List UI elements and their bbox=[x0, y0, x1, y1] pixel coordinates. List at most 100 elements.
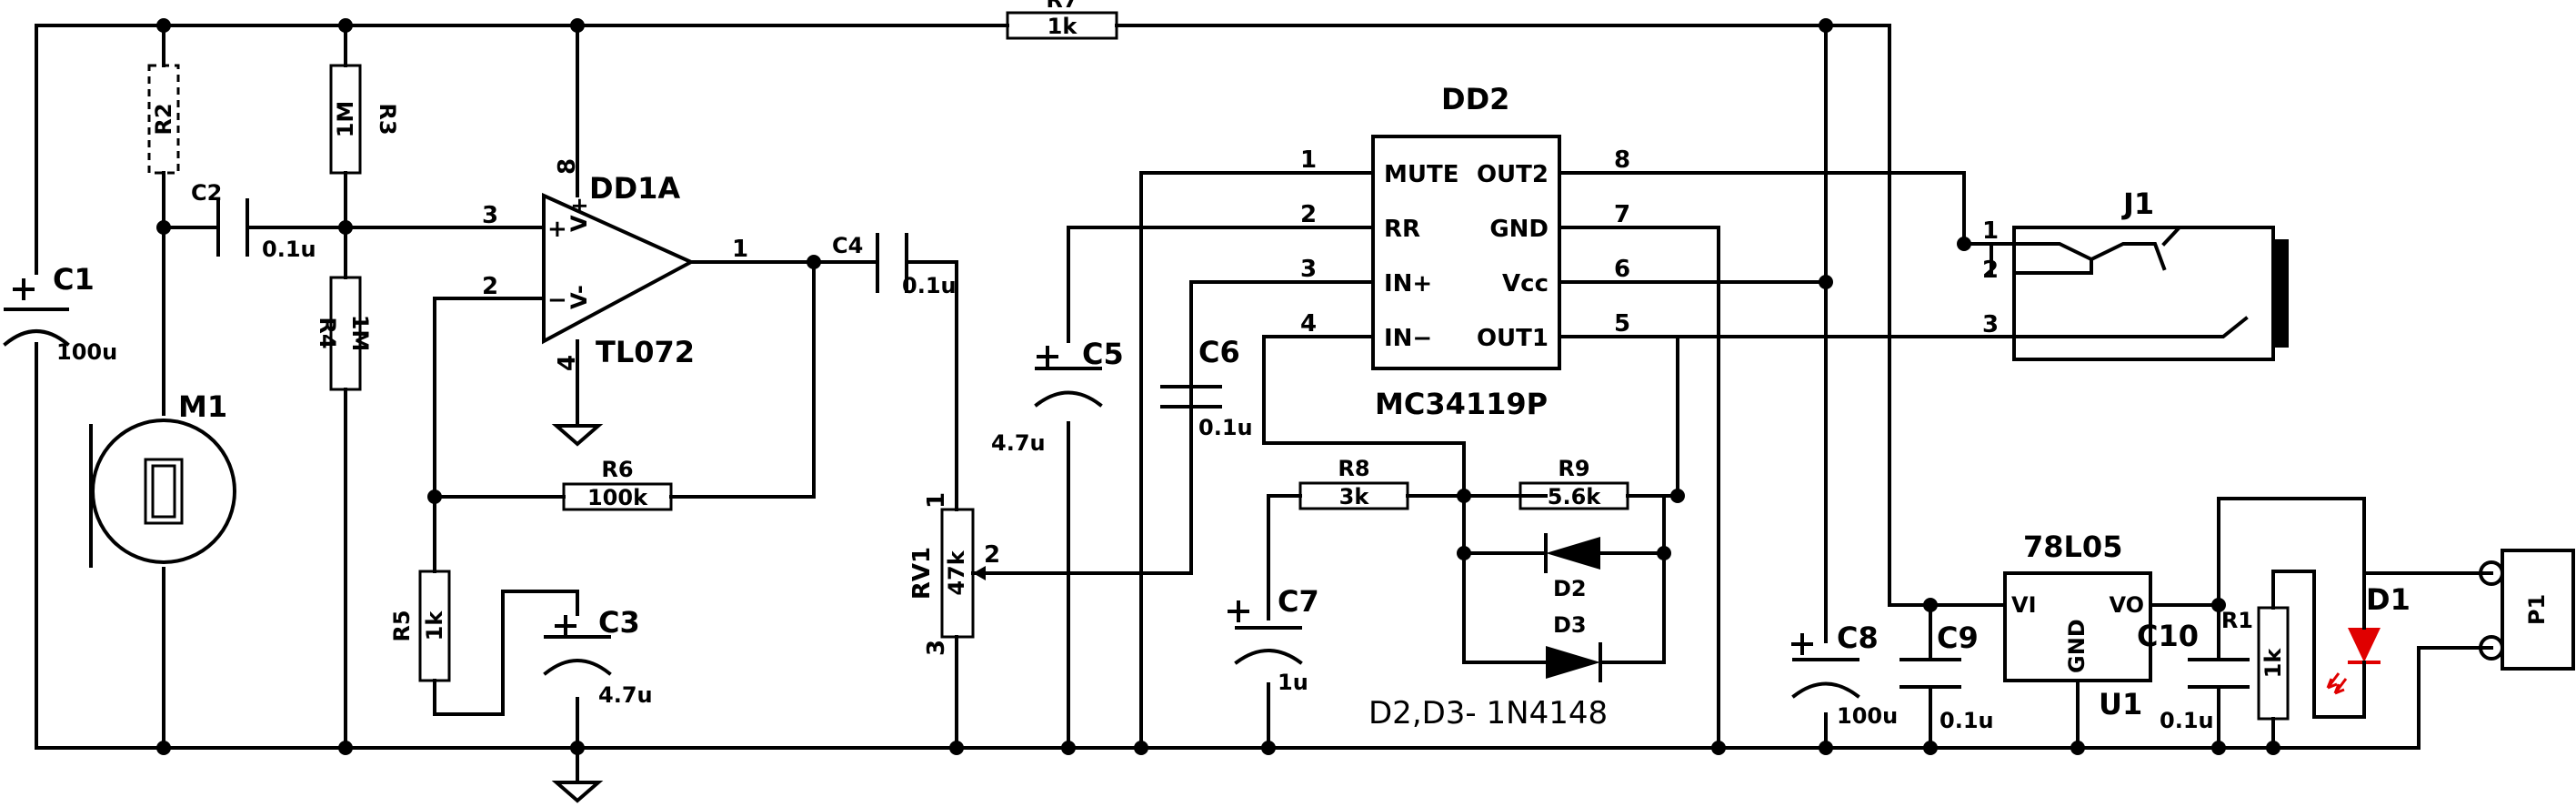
svg-text:DD2: DD2 bbox=[1441, 82, 1509, 116]
resistor-r5: 1k R5 bbox=[389, 570, 451, 682]
junctions bbox=[156, 18, 2280, 755]
svg-text:3: 3 bbox=[1982, 311, 1999, 338]
svg-text:RV1: RV1 bbox=[908, 547, 936, 600]
svg-text:1: 1 bbox=[732, 236, 748, 263]
wire-mute bbox=[1139, 171, 1375, 750]
svg-text:C3: C3 bbox=[598, 605, 640, 640]
svg-text:R7: R7 bbox=[1046, 0, 1078, 13]
svg-text:C6: C6 bbox=[1198, 335, 1240, 369]
svg-text:OUT2: OUT2 bbox=[1477, 161, 1549, 188]
wire-in-minus bbox=[1262, 335, 1466, 498]
wire-regulator-out bbox=[2149, 497, 2493, 607]
wire-r5-c3 bbox=[433, 495, 579, 716]
svg-text:GND: GND bbox=[2064, 619, 2090, 673]
regulator-u1: 78L05 VI VO GND U1 bbox=[2003, 530, 2152, 721]
svg-text:1k: 1k bbox=[2260, 648, 2286, 679]
svg-text:D1: D1 bbox=[2366, 582, 2411, 617]
ground-symbol-opamp bbox=[551, 424, 604, 447]
svg-text:8: 8 bbox=[1614, 146, 1630, 174]
svg-text:3: 3 bbox=[923, 640, 950, 656]
resistor-r6: 100k R6 bbox=[562, 457, 673, 511]
svg-text:V+: V+ bbox=[566, 197, 592, 232]
svg-text:TL072: TL072 bbox=[596, 335, 695, 369]
svg-text:D3: D3 bbox=[1553, 612, 1587, 638]
svg-text:C1: C1 bbox=[53, 262, 95, 297]
resistor-r1: 1k R1 bbox=[2221, 606, 2290, 721]
svg-text:R2: R2 bbox=[151, 103, 176, 135]
opamp-dd1a: + − V+ V- 3 2 1 8 4 DD1A TL072 bbox=[482, 158, 748, 371]
svg-text:OUT1: OUT1 bbox=[1477, 325, 1549, 352]
wire-feedback bbox=[433, 260, 816, 499]
svg-text:1k: 1k bbox=[422, 610, 447, 641]
svg-text:1M: 1M bbox=[333, 101, 358, 138]
svg-text:1k: 1k bbox=[1047, 14, 1078, 39]
wire-regulator-in bbox=[1888, 24, 2007, 607]
svg-text:2: 2 bbox=[482, 273, 498, 300]
svg-text:78L05: 78L05 bbox=[2023, 530, 2122, 564]
svg-text:0.1u: 0.1u bbox=[1940, 708, 1994, 733]
resistor-r9: 5.6k R9 bbox=[1519, 456, 1629, 510]
diode-d2: D2 bbox=[1544, 533, 1600, 601]
svg-text:+: + bbox=[547, 216, 567, 243]
svg-text:MC34119P: MC34119P bbox=[1375, 387, 1548, 421]
svg-text:5: 5 bbox=[1614, 310, 1630, 338]
svg-text:R6: R6 bbox=[601, 457, 633, 482]
svg-text:C8: C8 bbox=[1837, 620, 1879, 655]
resistor-r8: 3k R8 bbox=[1298, 456, 1409, 510]
wire-out2 bbox=[1558, 171, 2016, 246]
svg-text:0.1u: 0.1u bbox=[902, 273, 957, 298]
wire-p1 bbox=[2417, 646, 2493, 750]
svg-text:3: 3 bbox=[482, 202, 498, 229]
svg-text:1: 1 bbox=[1982, 217, 1999, 245]
svg-text:0.1u: 0.1u bbox=[1198, 415, 1253, 440]
svg-text:2: 2 bbox=[1300, 201, 1317, 228]
diode-d3: D3 bbox=[1546, 612, 1602, 682]
svg-text:7: 7 bbox=[1614, 201, 1630, 228]
svg-text:2: 2 bbox=[984, 541, 1000, 569]
svg-text:C10: C10 bbox=[2137, 619, 2199, 653]
svg-text:100u: 100u bbox=[1837, 703, 1898, 729]
svg-text:C4: C4 bbox=[832, 233, 863, 258]
svg-text:C7: C7 bbox=[1278, 584, 1319, 619]
wire-gnd bbox=[1558, 226, 1720, 750]
svg-text:0.1u: 0.1u bbox=[262, 237, 316, 262]
svg-text:100u: 100u bbox=[56, 339, 117, 365]
wire-rr bbox=[1067, 226, 1375, 750]
capacitor-c1: C1 100u bbox=[3, 262, 117, 365]
svg-text:IN−: IN− bbox=[1384, 325, 1432, 352]
svg-text:3: 3 bbox=[1300, 256, 1317, 283]
capacitor-c5: C5 4.7u bbox=[991, 337, 1124, 456]
svg-text:C5: C5 bbox=[1082, 337, 1124, 371]
resistor-r4: 1M R4 bbox=[315, 276, 373, 391]
svg-text:4: 4 bbox=[1300, 310, 1317, 338]
svg-text:3k: 3k bbox=[1339, 484, 1370, 509]
svg-text:U1: U1 bbox=[2099, 687, 2142, 721]
svg-text:D2: D2 bbox=[1553, 576, 1587, 601]
resistor-r2: R2 bbox=[147, 64, 180, 175]
potentiometer-rv1: 47k RV1 1 2 3 bbox=[908, 492, 1002, 656]
svg-text:V-: V- bbox=[566, 285, 592, 309]
wire-diodes bbox=[1462, 494, 1666, 664]
svg-text:MUTE: MUTE bbox=[1384, 161, 1458, 188]
svg-text:−: − bbox=[547, 287, 567, 314]
svg-text:100k: 100k bbox=[587, 485, 648, 510]
ic-dd2: DD2 MC34119P 1 MUTE 2 RR 3 IN+ 4 IN− 8 O… bbox=[1300, 82, 1630, 421]
svg-text:4.7u: 4.7u bbox=[991, 430, 1046, 456]
svg-text:Vcc: Vcc bbox=[1502, 270, 1549, 298]
svg-text:4: 4 bbox=[554, 355, 581, 371]
svg-text:5.6k: 5.6k bbox=[1548, 484, 1602, 509]
wire-r1-d1 bbox=[2271, 570, 2366, 750]
svg-text:C9: C9 bbox=[1937, 620, 1979, 655]
svg-text:IN+: IN+ bbox=[1384, 270, 1432, 298]
capacitor-c7: C7 1u bbox=[1228, 584, 1319, 695]
svg-text:1u: 1u bbox=[1278, 670, 1308, 695]
svg-text:0.1u: 0.1u bbox=[2160, 708, 2214, 733]
svg-text:2: 2 bbox=[1982, 257, 1999, 284]
svg-text:J1: J1 bbox=[2121, 187, 2154, 221]
svg-text:P1: P1 bbox=[2524, 594, 2550, 625]
wire-rv1-wiper bbox=[971, 282, 1193, 575]
svg-text:R1: R1 bbox=[2221, 608, 2253, 633]
capacitor-c8: C8 100u bbox=[1791, 620, 1898, 729]
wire-in-plus bbox=[1189, 280, 1375, 575]
capacitor-c3: C3 4.7u bbox=[543, 605, 653, 708]
